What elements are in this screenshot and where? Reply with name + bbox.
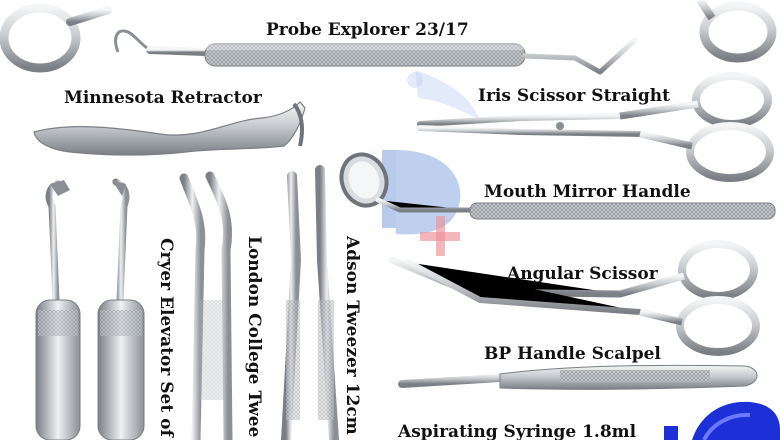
label-iris-scissor: Iris Scissor Straight	[478, 86, 670, 106]
bp-handle-scalpel-instrument	[398, 364, 758, 390]
label-mouth-mirror: Mouth Mirror Handle	[484, 182, 691, 202]
scissor-ring-top-right	[696, 0, 777, 63]
label-london-college-tweezer: London College Twee	[244, 236, 264, 438]
angular-scissor-instrument	[388, 240, 760, 356]
label-adson-tweezer: Adson Tweezer 12cm	[342, 236, 362, 435]
probe-explorer-instrument	[114, 29, 638, 75]
iris-scissor-instrument	[417, 72, 774, 182]
aspirating-syringe-instrument	[664, 401, 780, 440]
label-minnesota-retractor: Minnesota Retractor	[64, 88, 262, 108]
mouth-mirror-instrument	[339, 152, 776, 220]
scissor-ring-top-left	[0, 3, 112, 73]
adson-tweezer-instrument	[281, 165, 339, 440]
watermark-logo	[382, 70, 480, 256]
minnesota-retractor-instrument	[33, 101, 306, 156]
label-aspirating-syringe: Aspirating Syringe 1.8ml	[398, 422, 637, 440]
cryer-elevator-instruments	[35, 178, 145, 440]
label-angular-scissor: Angular Scissor	[507, 264, 658, 284]
label-cryer-elevator: Cryer Elevator Set of	[156, 238, 176, 437]
label-probe-explorer: Probe Explorer 23/17	[266, 20, 469, 40]
label-bp-handle-scalpel: BP Handle Scalpel	[484, 344, 661, 364]
london-college-tweezer-instrument	[179, 171, 233, 440]
